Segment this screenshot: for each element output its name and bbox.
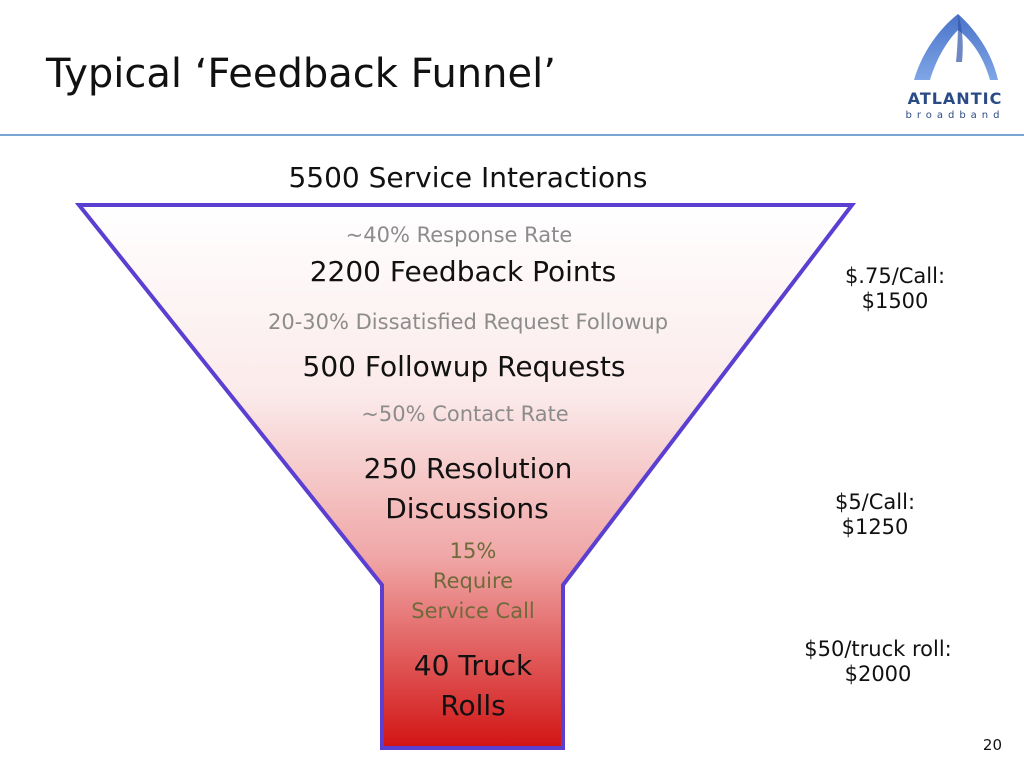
- funnel-rate-contact: ~50% Contact Rate: [361, 402, 569, 426]
- title-divider: [0, 134, 1024, 136]
- cost-resolution-total: $1250: [841, 515, 909, 540]
- funnel-rate-dissatisfied: 20-30% Dissatisfied Request Followup: [267, 310, 669, 334]
- slide-title: Typical ‘Feedback Funnel’: [46, 51, 556, 97]
- cost-resolution-rate: $5/Call:: [834, 490, 916, 514]
- funnel-level-followup: 500 Followup Requests: [302, 350, 626, 383]
- funnel-top-label: 5500 Service Interactions: [288, 161, 648, 194]
- funnel-rate-service-line2: Require: [432, 569, 514, 593]
- funnel-rate-service-line1: 15%: [449, 539, 497, 563]
- cost-feedback: $.75/Call: $1500: [810, 264, 980, 314]
- cost-feedback-rate: $.75/Call:: [844, 264, 946, 288]
- cost-truck-roll-total: $2000: [844, 662, 912, 687]
- funnel-level-resolution-line1: 250 Resolution: [363, 452, 573, 485]
- logo-tagline: broadband: [905, 110, 1005, 121]
- cost-feedback-total: $1500: [861, 289, 929, 314]
- funnel-rate-response: ~40% Response Rate: [345, 223, 573, 247]
- funnel-level-truck-line1: 40 Truck: [413, 649, 533, 682]
- atlantic-logo-arch-icon: [914, 14, 998, 80]
- funnel-level-resolution-line2: Discussions: [385, 492, 549, 525]
- logo-wordmark: ATLANTIC: [907, 89, 1003, 108]
- page-number: 20: [982, 736, 1002, 754]
- funnel-level-feedback: 2200 Feedback Points: [309, 255, 617, 288]
- cost-truck-roll-rate: $50/truck roll:: [804, 637, 952, 661]
- funnel-rate-service-line3: Service Call: [411, 599, 535, 623]
- funnel-level-truck-line2: Rolls: [440, 689, 506, 722]
- cost-resolution: $5/Call: $1250: [790, 490, 960, 540]
- cost-truck-roll: $50/truck roll: $2000: [778, 637, 978, 687]
